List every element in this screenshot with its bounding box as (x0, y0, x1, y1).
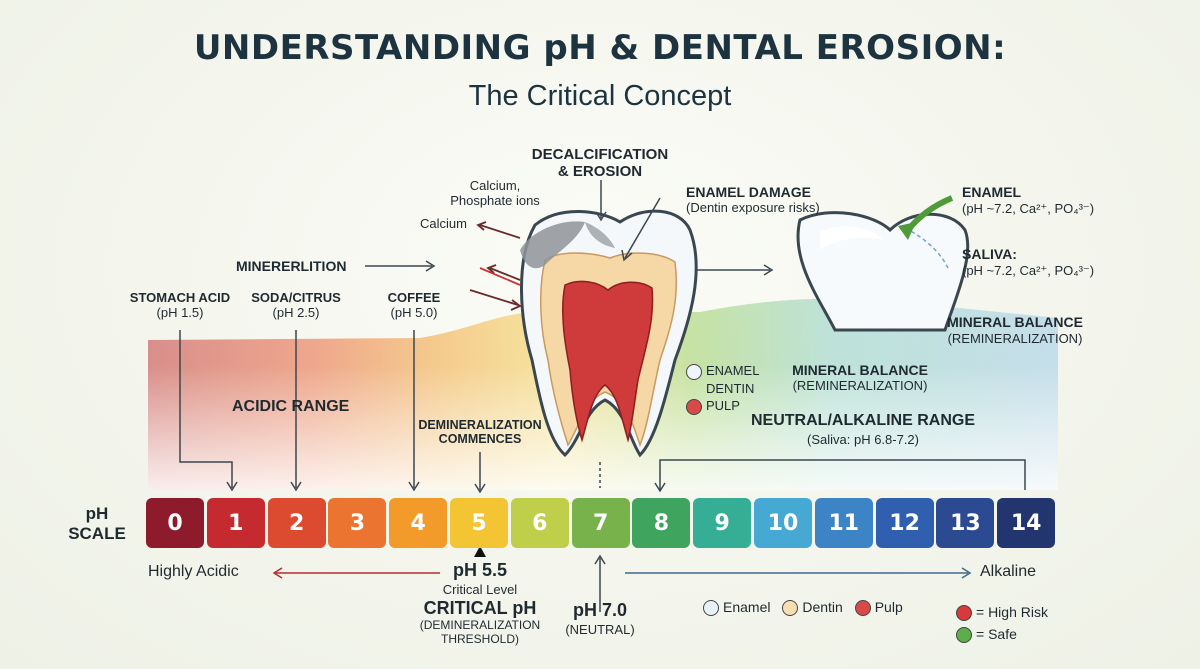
soda-sub: (pH 2.5) (272, 305, 320, 320)
ph-cell-7: 7 (571, 498, 630, 548)
page-title: UNDERSTANDING pH & DENTAL EROSION: (193, 28, 1007, 68)
enamel-right-label: ENAMEL (962, 184, 1022, 200)
mineral-balance-right-label: MINERAL BALANCE (947, 314, 1083, 330)
saliva-label: SALIVA: (962, 246, 1017, 262)
neutral-range-sub: (Saliva: pH 6.8-7.2) (807, 432, 919, 447)
stomach-acid-label: STOMACH ACID (129, 290, 231, 305)
pulp-legend-icon (854, 600, 871, 617)
ph-cell-13: 13 (936, 498, 995, 548)
mineral-balance-mid-label: MINERAL BALANCE (792, 362, 928, 378)
tooth-layer-legend: ENAMEL DENTIN PULP (686, 362, 759, 415)
saliva-sub: (pH ~7.2, Ca²⁺, PO₄³⁻) (962, 263, 1095, 278)
ph-cell-11: 11 (814, 498, 873, 548)
healthy-tooth-illustration (796, 211, 970, 332)
ph-cell-6: 6 (510, 498, 569, 548)
alkaline-label: Alkaline (980, 563, 1037, 580)
pulp-swatch-icon (686, 398, 702, 415)
coffee-label: COFFEE (387, 290, 441, 305)
ph-cell-10: 10 (754, 498, 812, 548)
minerelition-label: MINERERLITION (236, 258, 347, 274)
enamel-swatch-icon (686, 363, 702, 380)
highly-acidic-label: Highly Acidic (148, 563, 239, 580)
critical-level-label: Critical Level (442, 582, 518, 597)
high-risk-legend-item: = High Risk (956, 601, 1048, 623)
tooth-legend-enamel: ENAMEL (686, 362, 759, 380)
ph55-label: pH 5.5 (452, 560, 508, 580)
risk-legend: = High Risk = Safe (956, 601, 1048, 645)
decalcification-label: DECALCIFICATION & EROSION (531, 146, 669, 180)
ph-cell-9: 9 (693, 498, 752, 548)
neutral-range-label: NEUTRAL/ALKALINE RANGE (751, 412, 975, 429)
page-subtitle: The Critical Concept (468, 80, 732, 112)
calcium-phosphate-label: Calcium, Phosphate ions (450, 178, 540, 208)
ph-cell-1: 1 (206, 498, 265, 548)
mineral-balance-right-sub: (REMINERALIZATION) (947, 331, 1083, 346)
ph-scale-label: pH SCALE (68, 504, 126, 543)
coffee-sub: (pH 5.0) (390, 305, 438, 320)
ph-cell-2: 2 (267, 498, 326, 548)
bottom-tooth-legend: Enamel Dentin Pulp (703, 599, 903, 617)
arrows (179, 180, 1026, 612)
mineral-balance-mid-sub: (REMINERALIZATION) (792, 378, 928, 393)
safe-legend-item: = Safe (956, 623, 1048, 645)
safe-dot-icon (956, 627, 972, 644)
enamel-damage-sub: (Dentin exposure risks) (686, 200, 820, 215)
tooth-legend-dentin: DENTIN (706, 380, 755, 396)
ph-cell-12: 12 (875, 498, 934, 548)
ph-cell-5: 5 (450, 498, 508, 548)
stomach-acid-sub: (pH 1.5) (156, 305, 204, 320)
ph-cell-8: 8 (632, 498, 691, 548)
high-risk-dot-icon (956, 605, 972, 622)
ph-cell-14: 14 (997, 498, 1056, 548)
ph-cell-0: 0 (146, 498, 204, 548)
acidic-range-label: ACIDIC RANGE (232, 398, 350, 415)
demineralization-label: DEMINERALIZATION COMMENCES (418, 418, 542, 446)
dentin-legend-icon (782, 600, 799, 617)
enamel-right-sub: (pH ~7.2, Ca²⁺, PO₄³⁻) (962, 201, 1095, 216)
ph70-label: pH 7.0 (572, 600, 628, 620)
enamel-legend-icon (703, 600, 719, 617)
soda-label: SODA/CITRUS (251, 290, 341, 305)
calcium-label: Calcium (420, 216, 467, 231)
tooth-legend-pulp: PULP (686, 397, 759, 415)
critical-ph-label: CRITICAL pH (423, 598, 537, 618)
ph-cell-4: 4 (389, 498, 448, 548)
damaged-tooth-illustration (520, 209, 698, 458)
critical-ph-sub: (DEMINERALIZATION THRESHOLD) (419, 618, 541, 646)
neutral-label: (NEUTRAL) (565, 622, 635, 637)
enamel-damage-label: ENAMEL DAMAGE (686, 184, 811, 200)
ph-cell-3: 3 (328, 498, 387, 548)
critical-marker (474, 546, 486, 557)
